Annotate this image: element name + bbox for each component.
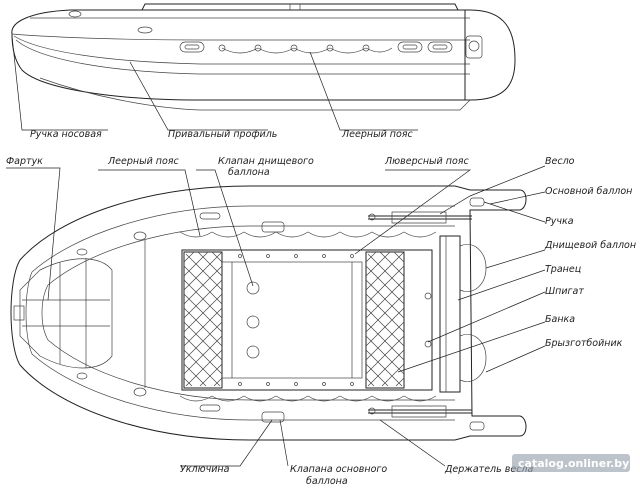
- label-safety-line-top: Леерный пояс: [107, 156, 180, 167]
- label-spray-cover: Фартук: [6, 156, 43, 167]
- label-oar: Весло: [545, 156, 575, 167]
- label-lifting-belt: Люверсный пояс: [384, 156, 469, 167]
- bench-right: [365, 251, 405, 389]
- label-handle: Ручка: [545, 216, 574, 227]
- bench-left: [183, 251, 223, 389]
- watermark-text: catalog.onliner.by: [518, 457, 629, 470]
- label-main-tube: Основной баллон: [545, 186, 632, 197]
- watermark: catalog.onliner.by: [512, 454, 630, 472]
- side-view-leaders: [11, 35, 418, 131]
- label-bench: Банка: [545, 314, 575, 325]
- label-oarlock: Уключина: [180, 464, 230, 475]
- label-main-valve-line1: Клапана основного: [290, 464, 387, 475]
- label-bottom-valve-line1: Клапан днищевого: [218, 156, 314, 167]
- label-main-valve-line2: баллона: [306, 476, 348, 487]
- top-view: [10, 185, 527, 441]
- oar-bottom: [368, 405, 472, 418]
- label-transom: Транец: [545, 264, 581, 275]
- label-safety-line-side: Леерный пояс: [341, 129, 414, 140]
- side-view: [11, 3, 516, 111]
- label-scupper: Шпигат: [545, 286, 584, 297]
- label-splash-guard: Брызготбойник: [545, 338, 623, 349]
- label-bow-handle: Ручка носовая: [30, 129, 102, 140]
- label-bottom-valve-line2: баллона: [228, 167, 270, 178]
- top-view-leaders: [6, 165, 546, 467]
- label-rub-strake: Привальный профиль: [168, 129, 277, 140]
- oar-top: [368, 211, 472, 224]
- label-bottom-tube: Днищевой баллон: [544, 240, 636, 251]
- label-oar-holder: Держатель весла: [444, 464, 533, 475]
